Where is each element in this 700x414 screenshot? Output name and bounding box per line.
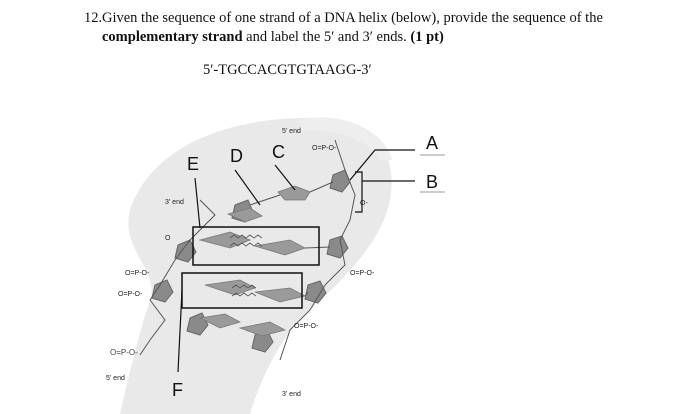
pointer-e — [194, 177, 201, 229]
label-e: E — [187, 154, 199, 174]
sugar-base-1 — [249, 194, 281, 206]
question-line-1: Given the sequence of one strand of a DN… — [102, 10, 603, 26]
base-3 — [198, 231, 252, 249]
base-7 — [198, 313, 242, 329]
phosphate-left-3: O=P-O- — [118, 291, 143, 298]
pointer-c — [274, 164, 296, 191]
question-points: (1 pt) — [410, 29, 444, 45]
helix-background-2 — [300, 117, 392, 160]
phosphate-left-bottom: O=P-O- — [110, 348, 138, 357]
end-label-left-3: 3' end — [165, 199, 184, 206]
phosphate-right-1: O- — [360, 200, 368, 207]
label-b: B — [426, 172, 438, 192]
backbone-right — [279, 139, 356, 361]
question-bold-term: complementary strand — [102, 29, 243, 45]
base-2 — [226, 207, 263, 223]
pointer-f — [177, 289, 183, 373]
label-d: D — [230, 146, 243, 166]
sugar-base-4 — [304, 291, 309, 297]
base-8 — [238, 321, 287, 337]
pointer-d — [234, 169, 261, 206]
phosphate-bottom: O=P-O- — [294, 323, 319, 330]
h-bonds-1 — [229, 234, 263, 239]
question-number: 12. — [84, 10, 103, 26]
helix-background — [120, 117, 392, 414]
label-a: A — [426, 133, 438, 153]
sugar-1 — [329, 169, 351, 193]
dna-sequence: 5′-TGCCACGTGTAAGG-3′ — [203, 62, 372, 78]
end-label-bottom-3: 3' end — [282, 391, 301, 398]
label-f: F — [172, 380, 183, 400]
phosphate-top: O=P-O- — [312, 145, 337, 152]
pointer-a — [349, 149, 415, 181]
sugar-3 — [174, 239, 197, 263]
end-label-bottom-5: 5' end — [106, 375, 125, 382]
sugar-base-2 — [309, 181, 334, 193]
phosphate-right-2: O=P-O- — [350, 270, 375, 277]
end-label-top-5: 5' end — [282, 128, 301, 135]
h-bonds-4 — [231, 292, 257, 297]
sugar-6 — [304, 280, 327, 304]
phosphate-left-1: O — [165, 235, 171, 242]
base-5 — [204, 279, 256, 296]
phosphate-left-2: O=P-O- — [125, 270, 150, 277]
bracket-b — [355, 171, 363, 213]
question-middle: and label the 5′ and 3′ ends. — [242, 29, 411, 45]
question-text: 12. Given the sequence of one strand of … — [84, 9, 662, 47]
base-pair-box-1 — [192, 226, 320, 266]
h-bonds-2 — [229, 242, 263, 247]
backbone-left — [139, 199, 216, 356]
sugar-base-3 — [304, 246, 331, 249]
label-c: C — [272, 142, 285, 162]
h-bonds-3 — [231, 284, 257, 289]
